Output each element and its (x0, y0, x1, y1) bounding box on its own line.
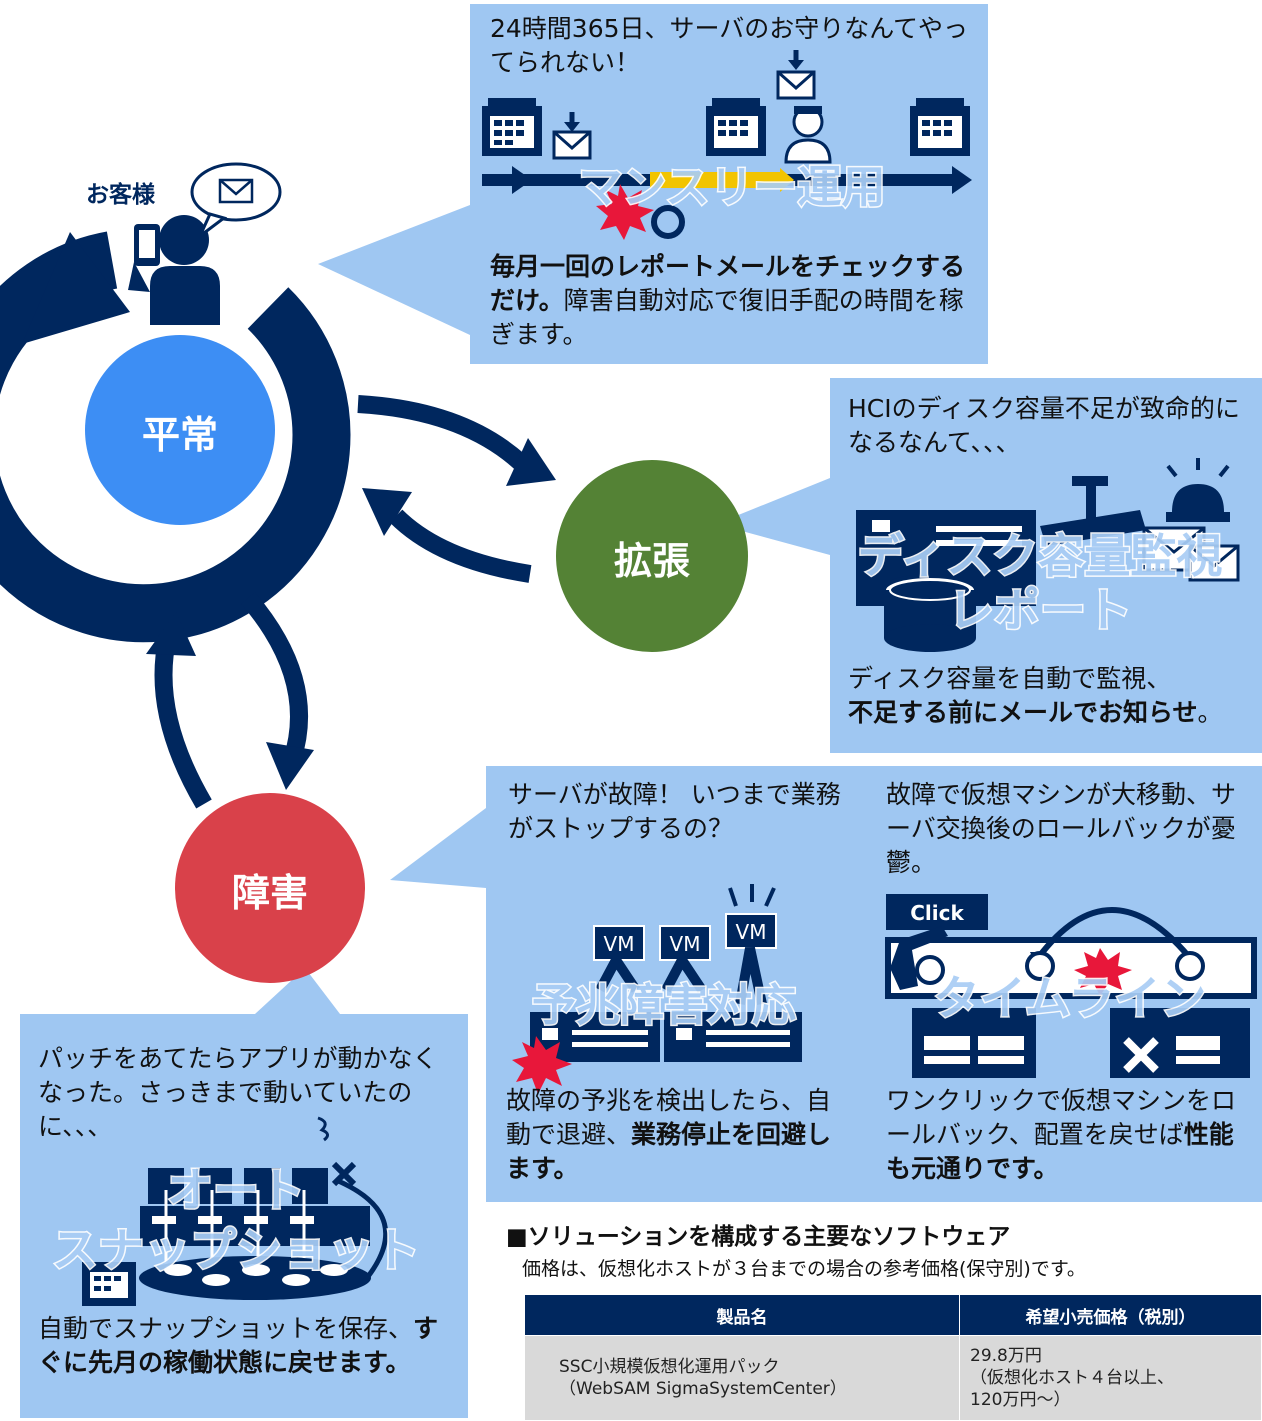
disk-watermark-line2: レポート (948, 583, 1132, 637)
product-subname: （WebSAM SigmaSystemCenter） (559, 1379, 847, 1399)
broken-server-icon (1110, 1008, 1250, 1078)
software-table: 製品名 希望小売価格（税別） SSC小規模仮想化運用パック（WebSAM Sig… (524, 1294, 1262, 1421)
failure-predict-watermark: 予兆障害対応 (532, 980, 796, 1031)
failure-predict-desc-rest: 故障の予兆を検出したら、自動で退避、 (506, 1086, 832, 1149)
timeline-pain-text: 故障で仮想マシンが大移動、サーバ交換後のロールバックが憂鬱。 (886, 780, 1237, 877)
calendar-icon (82, 1262, 136, 1306)
failure-predict-desc-bold: 業務停止を回避します。 (506, 1120, 832, 1183)
vm-box-icon: VM (725, 913, 777, 949)
monthly-watermark: マンスリー運用 (578, 162, 885, 213)
price-note-1: （仮想化ホスト４台以上、 (970, 1368, 1174, 1388)
click-button (886, 894, 988, 930)
timeline-arrow (482, 166, 972, 194)
disk-pain-text: HCIのディスク容量不足が致命的になるなんて、、、 (848, 394, 1240, 457)
operator-icon (784, 106, 832, 164)
timeline-watermark: タイムライン (934, 971, 1207, 1025)
server-icon (664, 1012, 802, 1062)
price-note-2: 120万円～） (970, 1390, 1071, 1410)
calendar-icon (706, 98, 766, 156)
monthly-illustration: マンスリー運用 (482, 50, 972, 240)
server-icon (912, 1008, 1036, 1078)
timeline-desc-rest: ワンクリックで仮想マシンをロールバック、配置を戻せば (886, 1086, 1237, 1149)
snapshot-watermark-line2: スナップショット (52, 1223, 420, 1277)
timeline-illustration: Click タイムライン (885, 894, 1257, 1078)
price-value: 29.8万円 (970, 1346, 1042, 1366)
connector-arrowheads (146, 438, 556, 790)
recovery-icon (651, 205, 685, 239)
snapshot-desc-bold: すぐに先月の稼働状態に戻せます。 (38, 1314, 439, 1377)
svg-text:VM: VM (670, 932, 701, 956)
failure-predict-pain-text: サーバが故障！ いつまで業務がストップするの？ (508, 780, 841, 843)
envelope-arrow-icon (552, 112, 592, 160)
burst-alert-icon (596, 184, 654, 240)
calendar-icon (910, 98, 970, 156)
monthly-desc-bold: 毎月一回のレポートメールをチェックするだけ。 (490, 252, 966, 315)
burst-alert-icon (512, 1036, 572, 1094)
price-cell: 29.8万円（仮想化ホスト４台以上、120万円～） (959, 1335, 1262, 1421)
failure-state-label: 障害 (231, 871, 308, 915)
snapshot-pain-text: パッチをあてたらアプリが動かなくなった。さっきまで動いていたのに、、、 (38, 1044, 438, 1141)
disk-desc-end: 。 (1197, 698, 1223, 727)
tornado-icon (317, 1116, 329, 1142)
software-note: 価格は、仮想化ホストが３台までの場合の参考価格(保守別)です。 (522, 1258, 1086, 1280)
snapshot-desc-rest: 自動でスナップショットを保存、 (38, 1314, 414, 1343)
disk-illustration: ディスク容量監視 レポート (856, 458, 1240, 652)
probe-icon (1040, 476, 1146, 546)
disk-desc-bold: 不足する前にメールでお知らせ (848, 698, 1198, 727)
normal-state-label: 平常 (141, 413, 218, 457)
failure-predict-illustration: VM VM VM 予兆障害対応 (512, 884, 802, 1094)
storage-pool-icon (139, 1256, 371, 1300)
mail-icon (218, 178, 254, 204)
ring-arrowhead-left (22, 232, 130, 344)
software-heading: ■ソリューションを構成する主要なソフトウェア (506, 1224, 1011, 1250)
expand-state-circle (556, 460, 748, 652)
clock-icon (1025, 951, 1055, 981)
burst-alert-icon (1074, 948, 1132, 996)
vm-box-icon: VM (659, 925, 711, 961)
snapshot-illustration: オート スナップショット (51, 1116, 422, 1306)
hand-cursor-icon (890, 926, 948, 990)
failure-predict-description: 故障の予兆を検出したら、自動で退避、業務停止を回避します。 (506, 1084, 852, 1186)
table-header-row: 製品名 希望小売価格（税別） (524, 1294, 1262, 1336)
monthly-pain-text: 24時間365日、サーバのお守りなんてやってられない！ (490, 14, 969, 77)
disk-watermark-line1: ディスク容量監視 (858, 529, 1223, 583)
snapshot-watermark-line1: オート (167, 1163, 305, 1217)
normal-state-circle (85, 335, 275, 525)
disk-description: ディスク容量を自動で監視、不足する前にメールでお知らせ。 (848, 662, 1258, 730)
expand-state-label: 拡張 (613, 539, 690, 583)
timeline-description: ワンクリックで仮想マシンをロールバック、配置を戻せば性能も元通りです。 (886, 1084, 1236, 1186)
envelope-arrow-icon (776, 50, 816, 100)
column-header-price: 希望小売価格（税別） (959, 1294, 1262, 1336)
click-label: Click (910, 901, 964, 925)
customer-figure (128, 215, 220, 325)
vm-box-icon: VM (593, 925, 645, 961)
disk-desc-line1: ディスク容量を自動で監視、 (848, 664, 1172, 693)
alert-beacon-icon (1166, 458, 1230, 522)
clock-icon (915, 955, 945, 985)
clock-icon (1175, 951, 1205, 981)
product-name: SSC小規模仮想化運用パック (559, 1357, 780, 1377)
mail-icon (1142, 526, 1240, 582)
table-row: SSC小規模仮想化運用パック（WebSAM SigmaSystemCenter）… (524, 1335, 1262, 1421)
svg-text:VM: VM (604, 932, 635, 956)
speech-mail-bubble (190, 162, 282, 238)
database-icon (882, 574, 978, 652)
monthly-desc-rest: 障害自動対応で復旧手配の時間を稼ぎます。 (490, 286, 964, 349)
cycle-ring (0, 231, 351, 643)
customer-label: お客様 (86, 182, 155, 208)
column-header-product: 製品名 (524, 1294, 960, 1336)
product-cell: SSC小規模仮想化運用パック（WebSAM SigmaSystemCenter） (524, 1335, 960, 1421)
timeline-desc-bold: 性能も元通りです。 (886, 1120, 1234, 1183)
monthly-description: 毎月一回のレポートメールをチェックするだけ。障害自動対応で復旧手配の時間を稼ぎま… (490, 250, 974, 352)
svg-text:VM: VM (736, 920, 767, 944)
server-rack-icon (140, 1206, 370, 1246)
failure-state-circle (175, 793, 365, 983)
calendar-icon (482, 98, 542, 156)
snapshot-description: 自動でスナップショットを保存、すぐに先月の稼働状態に戻せます。 (38, 1312, 452, 1380)
